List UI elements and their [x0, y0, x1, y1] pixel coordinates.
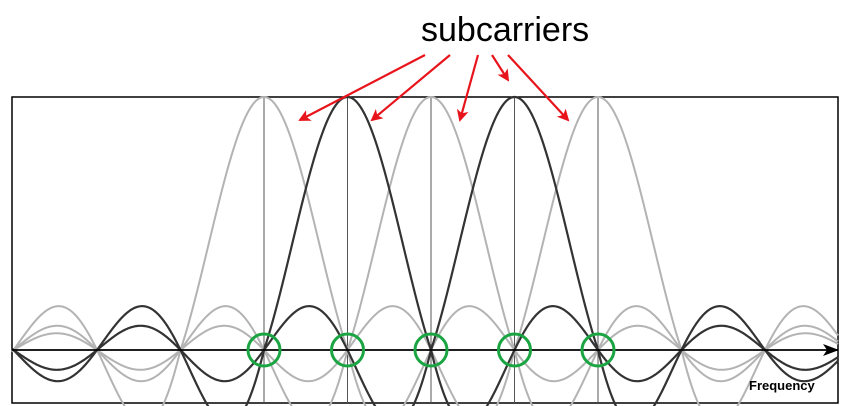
- subcarriers-label: subcarriers: [421, 11, 589, 49]
- subcarrier-arrow-1: [298, 54, 426, 121]
- orthogonality-markers: [246, 332, 616, 368]
- orthogonality-marker-1: [246, 332, 282, 368]
- plot-frame: [11, 96, 839, 404]
- subcarrier-curve-3: [11, 95, 839, 406]
- subcarrier-curve-5: [11, 95, 839, 406]
- subcarrier-arrow-3: [456, 54, 480, 122]
- subcarrier-center-lines: [263, 97, 599, 403]
- subcarrier-arrow-4: [491, 54, 510, 82]
- subcarrier-curve-4: [11, 95, 839, 406]
- frequency-axis-label: Frequency: [749, 378, 816, 393]
- orthogonality-marker-5: [580, 332, 616, 368]
- dark-subcarrier-curves: [11, 95, 839, 406]
- subcarrier-arrow-5: [507, 54, 570, 122]
- orthogonality-marker-2: [330, 332, 365, 368]
- subcarrier-curve-1: [11, 95, 839, 406]
- subcarrier-pointer-arrows: [298, 54, 570, 122]
- light-subcarrier-curves: [11, 95, 839, 406]
- orthogonality-marker-4: [497, 332, 532, 368]
- subcarrier-curve-2: [11, 95, 839, 406]
- orthogonality-marker-3: [413, 332, 449, 368]
- subcarrier-arrow-2: [370, 54, 451, 122]
